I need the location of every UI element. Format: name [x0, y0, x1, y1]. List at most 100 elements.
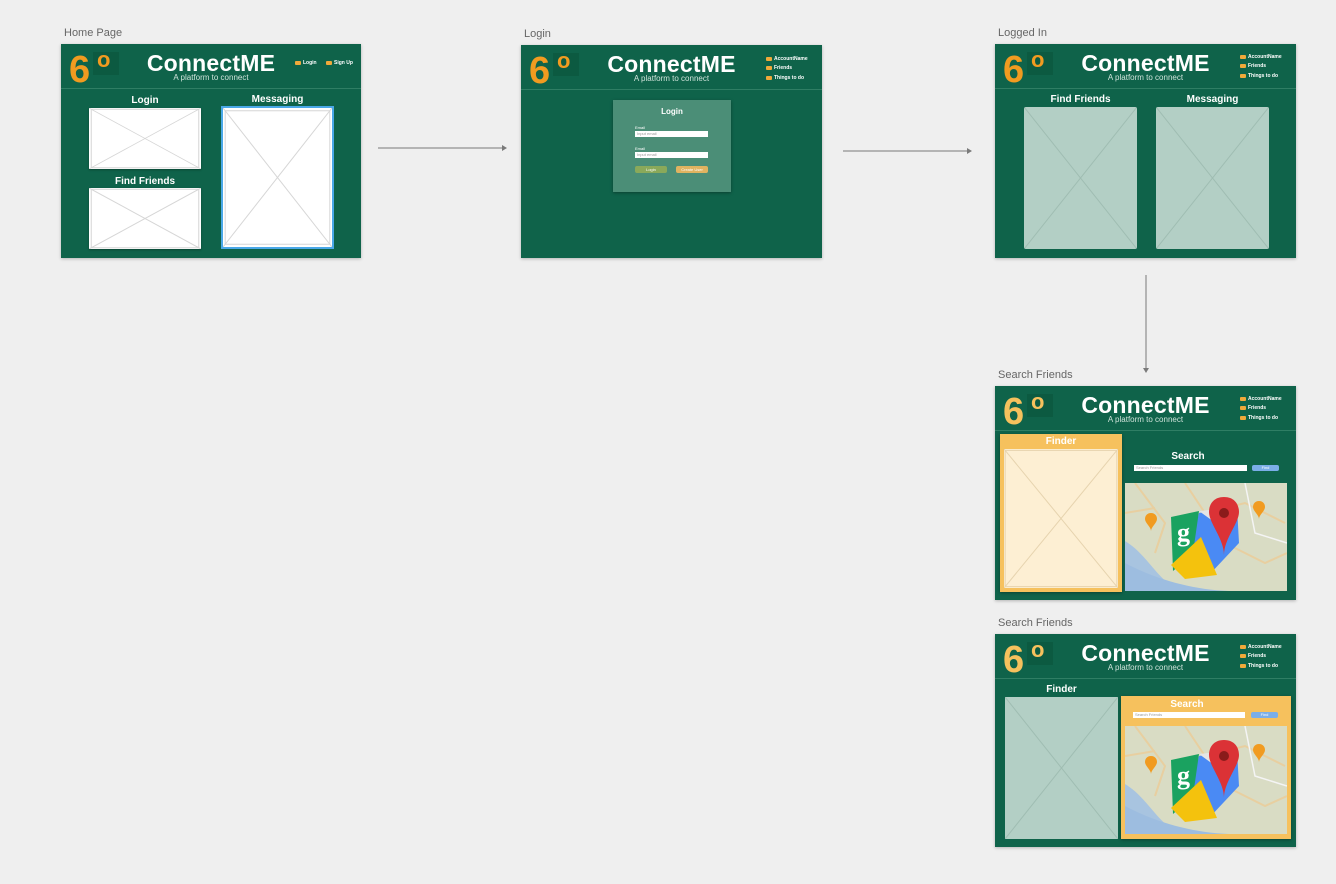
nav-friends[interactable]: Friends	[766, 64, 808, 74]
login-button[interactable]: Login	[635, 166, 667, 173]
nav-signup-label: Sign Up	[334, 60, 353, 66]
section-label-find-friends: Find Friends	[1050, 94, 1111, 105]
brand-tagline: A platform to connect	[1107, 415, 1184, 424]
brand-title: ConnectME	[607, 51, 736, 77]
nav-menu: AccountName Friends Things to do	[1240, 52, 1282, 81]
section-label-messaging: Messaging	[1186, 94, 1239, 105]
brand-tagline: A platform to connect	[633, 74, 710, 83]
nav-things-label: Things to do	[774, 74, 804, 81]
logo-six: 6	[1003, 639, 1025, 681]
logo-box	[1027, 394, 1053, 417]
nav-friends[interactable]: Friends	[1240, 652, 1282, 662]
nav-bullet-icon	[1240, 644, 1246, 649]
finder-panel: Finder	[1000, 434, 1122, 592]
flow-arrow-logged-in-to-search	[1143, 275, 1149, 373]
artboard-title-search-friends-1: Search Friends	[998, 369, 1073, 381]
login-form-title: Login	[661, 107, 683, 116]
login-placeholder-image	[89, 108, 201, 169]
nav-things[interactable]: Things to do	[1240, 661, 1282, 671]
nav-friends-label: Friends	[774, 65, 793, 72]
nav-friends-label: Friends	[1248, 63, 1267, 70]
search-friends-input[interactable]: Search Friends	[1133, 712, 1245, 718]
nav-menu: AccountName Friends Things to do	[766, 54, 808, 83]
header: 6 o ConnectME A platform to connect Acco…	[995, 634, 1296, 681]
logo-degree: o	[97, 47, 111, 72]
email-input-1[interactable]: Input email	[635, 131, 708, 137]
nav-things[interactable]: Things to do	[1240, 71, 1282, 81]
nav-bullet-icon	[766, 75, 772, 80]
header: 6 o ConnectME A platform to connect Acco…	[995, 386, 1296, 432]
nav-bullet-icon	[326, 61, 332, 65]
header: 6 o ConnectME A platform to connect Acco…	[995, 44, 1296, 91]
brand-title: ConnectME	[1081, 640, 1210, 666]
nav-bullet-icon	[1240, 415, 1246, 420]
section-label-finder: Finder	[1046, 684, 1077, 695]
logo-box	[93, 52, 119, 75]
logo-degree: o	[557, 48, 571, 73]
logo-box	[1027, 52, 1053, 75]
logo-six: 6	[529, 50, 551, 92]
brand-title: ConnectME	[1081, 50, 1210, 76]
finder-placeholder-image	[1004, 449, 1118, 588]
nav-things[interactable]: Things to do	[766, 73, 808, 83]
logo-degree: o	[1031, 389, 1045, 414]
logo-box	[1027, 642, 1053, 665]
artboard-search-friends-1[interactable]: 6 o ConnectME A platform to connect Acco…	[995, 386, 1296, 600]
artboard-title-home: Home Page	[64, 27, 123, 39]
messaging-placeholder-image	[221, 106, 334, 249]
nav-bullet-icon	[1240, 64, 1246, 69]
find-button[interactable]: Find	[1252, 465, 1279, 471]
nav-signup[interactable]: Sign Up	[326, 60, 353, 66]
nav-menu: AccountName Friends Things to do	[1240, 394, 1282, 423]
nav-bullet-icon	[766, 56, 772, 61]
logo-six: 6	[1003, 49, 1025, 91]
email-input-2[interactable]: Input email	[635, 152, 708, 158]
email-label-1: Email	[635, 125, 646, 130]
logo-degree: o	[1031, 637, 1045, 662]
nav-account-label: AccountName	[1248, 395, 1282, 402]
nav-things-label: Things to do	[1248, 662, 1278, 669]
search-friends-input[interactable]: Search Friends	[1134, 465, 1247, 471]
nav-bullet-icon	[295, 61, 301, 65]
logo-degree: o	[1031, 47, 1045, 72]
artboard-home[interactable]: 6 o ConnectME A platform to connect Logi…	[61, 44, 361, 258]
artboard-title-logged-in: Logged In	[998, 27, 1047, 39]
flow-arrow-home-to-login	[378, 145, 507, 151]
section-label-messaging: Messaging	[251, 94, 304, 105]
brand-tagline: A platform to connect	[1107, 663, 1184, 672]
section-label-finder: Finder	[1045, 436, 1077, 447]
brand-title: ConnectME	[146, 50, 276, 76]
nav-things[interactable]: Things to do	[1240, 413, 1282, 423]
artboard-search-friends-2[interactable]: 6 o ConnectME A platform to connect Acco…	[995, 634, 1296, 847]
logo-box	[553, 53, 579, 76]
artboard-login[interactable]: 6 o ConnectME A platform to connect Acco…	[521, 45, 822, 258]
nav-friends-label: Friends	[1248, 653, 1267, 660]
login-form-panel: Login Email Input email Email Input emai…	[613, 100, 731, 192]
logo-six: 6	[69, 49, 91, 91]
create-user-button[interactable]: Create User	[676, 166, 708, 173]
nav-bullet-icon	[1240, 406, 1246, 411]
brand-tagline: A platform to connect	[173, 73, 249, 82]
nav-account-label: AccountName	[1248, 643, 1282, 650]
find-friends-placeholder-image	[89, 188, 201, 249]
messaging-placeholder-image	[1156, 107, 1269, 249]
nav-login[interactable]: Login	[295, 60, 317, 66]
artboard-title-login: Login	[524, 28, 551, 40]
section-label-login: Login	[131, 95, 159, 106]
nav-account[interactable]: AccountName	[1240, 642, 1282, 652]
nav-login-label: Login	[303, 60, 317, 66]
nav-account[interactable]: AccountName	[1240, 394, 1282, 404]
nav-things-label: Things to do	[1248, 72, 1278, 79]
nav-bullet-icon	[1240, 663, 1246, 668]
nav-friends[interactable]: Friends	[1240, 404, 1282, 414]
nav-account-label: AccountName	[774, 55, 808, 62]
artboard-logged-in[interactable]: 6 o ConnectME A platform to connect Acco…	[995, 44, 1296, 258]
nav-menu: AccountName Friends Things to do	[1240, 642, 1282, 671]
nav-account[interactable]: AccountName	[766, 54, 808, 64]
nav-friends[interactable]: Friends	[1240, 62, 1282, 72]
flow-arrow-login-to-logged-in	[843, 148, 972, 154]
nav-account[interactable]: AccountName	[1240, 52, 1282, 62]
find-button[interactable]: Find	[1251, 712, 1278, 718]
nav-bullet-icon	[1240, 654, 1246, 659]
header: 6 o ConnectME A platform to connect Acco…	[521, 45, 822, 92]
